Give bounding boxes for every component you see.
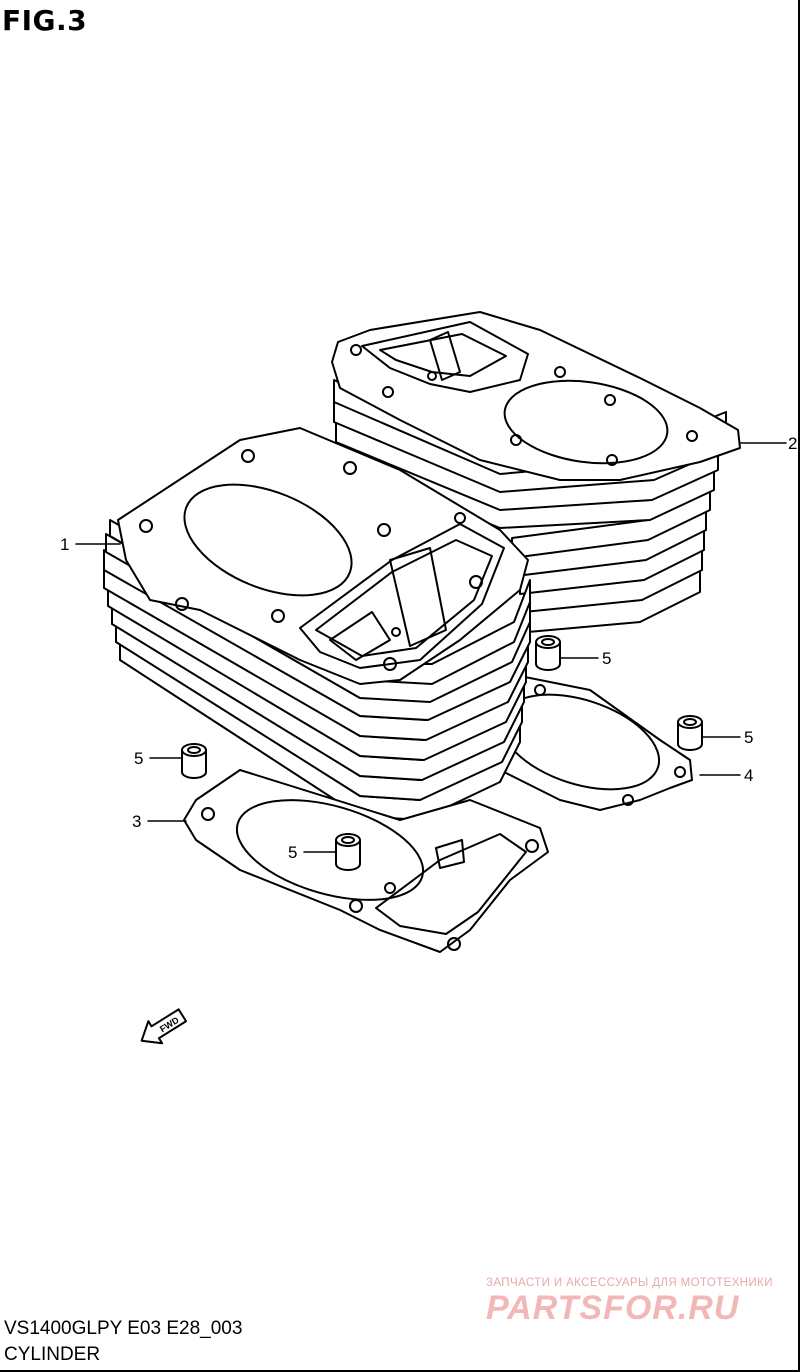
rear-base-gasket (469, 675, 693, 811)
dowel-pin-4 (335, 833, 361, 871)
watermark-tagline: ЗАПЧАСТИ И АКСЕССУАРЫ ДЛЯ МОТОТЕХНИКИ (486, 1277, 773, 1289)
front-cylinder-top-face (117, 427, 529, 685)
watermark-brand: PARTSFOR.RU (486, 1289, 740, 1327)
rear-cylinder (331, 311, 741, 633)
dowel-pin-2 (677, 715, 703, 751)
section-name: CYLINDER (4, 1344, 101, 1365)
callout-2: 2 (788, 434, 797, 453)
front-cam-chain-tunnel (299, 523, 505, 669)
callout-5-b: 5 (744, 728, 753, 747)
callout-labels: 1 2 3 4 5 5 5 5 (60, 434, 797, 862)
front-cylinder-bore (183, 483, 353, 597)
fwd-arrow-icon: FWD (140, 1008, 188, 1045)
rear-cylinder-bolt-holes (350, 344, 698, 466)
figure-title: FIG.3 (2, 4, 88, 37)
callout-4: 4 (744, 766, 753, 785)
callout-5-d: 5 (288, 843, 297, 862)
rear-cam-chain-tunnel (361, 321, 529, 393)
callout-1: 1 (60, 535, 69, 554)
rear-cylinder-bore (503, 379, 669, 465)
front-base-gasket (183, 769, 549, 953)
model-code: VS1400GLPY E03 E28_003 (4, 1318, 243, 1339)
dowel-pin-3 (181, 743, 207, 779)
callout-5-a: 5 (602, 649, 611, 668)
front-cylinder-bolt-holes (139, 449, 483, 671)
leader-lines (75, 442, 787, 853)
callout-5-c: 5 (134, 749, 143, 768)
dowel-pin-1 (535, 635, 561, 671)
callout-3: 3 (132, 812, 141, 831)
front-cylinder (103, 427, 531, 821)
watermark: ЗАПЧАСТИ И АКСЕССУАРЫ ДЛЯ МОТОТЕХНИКИ PA… (486, 1277, 786, 1327)
